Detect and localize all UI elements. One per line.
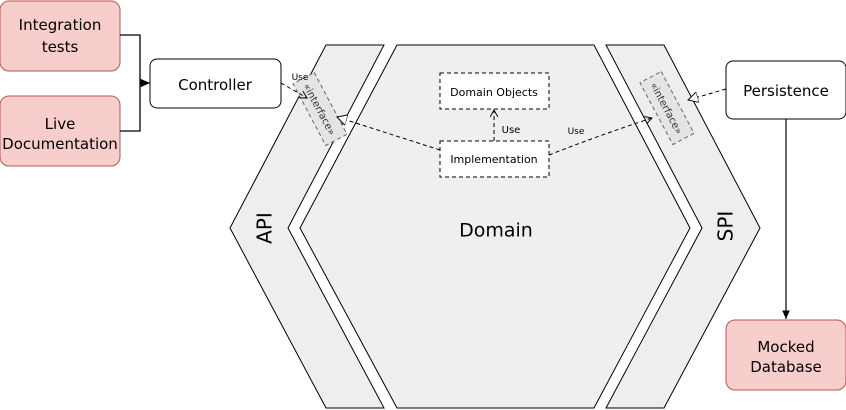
domain-objects-label: Domain Objects (450, 86, 538, 99)
live-documentation-label-line1: Live (45, 115, 76, 133)
api-layer-shape (229, 44, 385, 409)
controller-use-label: Use (292, 73, 309, 83)
domain-label: Domain (459, 220, 533, 242)
controller-label: Controller (178, 76, 253, 94)
integration-tests-box (0, 0, 121, 72)
mocked-database-label-line1: Mocked (757, 338, 814, 356)
domain-hexagon (299, 44, 691, 409)
live-documentation-label-line2: Documentation (2, 135, 118, 153)
controller-to-api-interface-arrow (280, 82, 307, 98)
impl-spi-use-label: Use (568, 127, 585, 137)
domain-objects-box (439, 72, 550, 110)
implementation-label: Implementation (450, 153, 537, 166)
persistence-label: Persistence (743, 82, 829, 100)
integration-tests-label-line2: tests (42, 38, 79, 56)
mocked-database-label-line2: Database (750, 358, 822, 376)
implementation-box (439, 140, 550, 178)
mocked-database-box (725, 319, 846, 391)
impl-domain-use-label: Use (502, 125, 521, 136)
spi-layer-label: SPI (714, 211, 738, 242)
tests-to-controller-connector (120, 34, 150, 132)
integration-tests-label-line1: Integration (19, 16, 102, 34)
persistence-to-spi-interface-arrow (688, 88, 727, 100)
api-layer-label: API (253, 212, 277, 244)
